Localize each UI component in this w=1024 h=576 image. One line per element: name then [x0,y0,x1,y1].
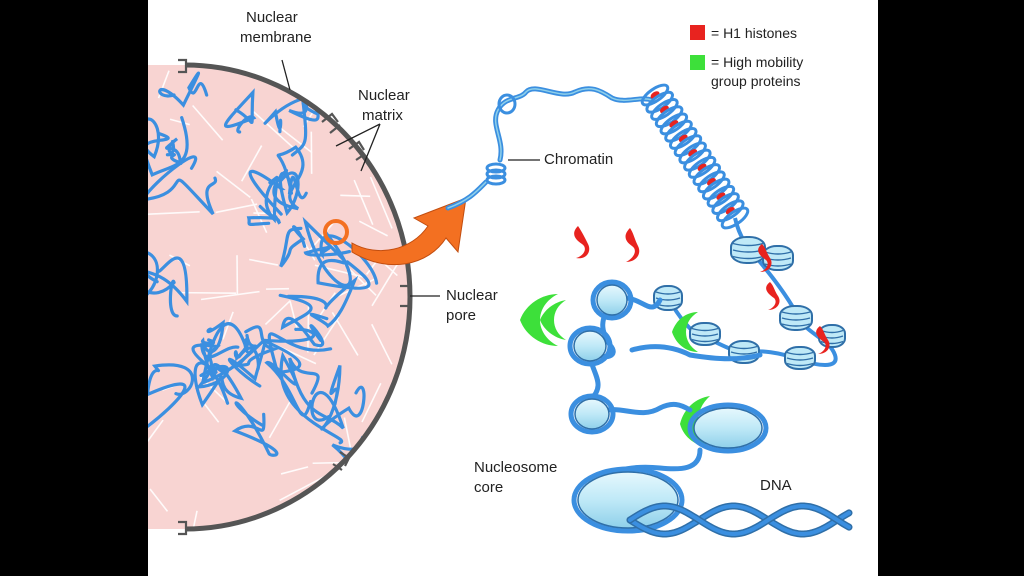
chromatin-strand [320,364,366,431]
chromatin-strand [193,361,245,409]
matrix-fiber [186,510,198,529]
matrix-fiber [249,258,279,266]
dna-strand [628,504,851,536]
solenoid-coil [640,83,670,107]
matrix-fiber [361,382,382,423]
matrix-fiber [369,176,393,229]
nucleus-body [148,65,410,529]
solenoid-coil [716,199,745,223]
matrix-fiber [169,118,190,126]
nuclear-pore-gap [400,284,412,308]
chromatin-strand [302,216,371,290]
nucleosome [779,305,813,331]
matrix-fiber [280,466,309,475]
nucleosome-core-label: Nucleosome core [474,459,562,496]
h1-histone [766,282,780,310]
solenoid-coil [650,98,679,121]
legend-h1-label: = H1 histones [711,25,797,41]
solenoid-coil [668,127,698,150]
h1-histone [816,326,830,354]
chromatin-strand [148,363,195,430]
solenoid-coil [659,112,689,136]
nucleosome-string [653,217,846,370]
chromatin-strand [288,357,345,430]
chromatin-strand [264,351,344,445]
matrix-fiber [215,203,258,214]
solenoid-coil [687,155,717,179]
leader-lines [281,59,540,297]
matrix-fiber [240,145,263,182]
nuclear-membrane [184,62,413,532]
chromatin-strand [272,145,305,211]
chromatin-label: Chromatin [544,151,613,168]
nucleosome-core [568,393,616,435]
matrix-fiber [148,211,200,216]
matrix-fiber [358,220,388,237]
matrix-fiber [250,198,268,234]
nucleosome-core [567,325,613,367]
solenoid-coil [697,170,726,194]
matrix-fiber [192,105,224,141]
chromatin-strand [286,275,359,329]
matrix-fiber [268,398,293,439]
matrix-fiber [222,311,234,340]
nucleosome-core [571,466,685,534]
solenoid-coil [678,141,707,165]
matrix-fiber [148,419,164,460]
solenoid-fiber [640,83,750,230]
matrix-fiber [149,488,169,512]
chromatin-strand [248,169,286,224]
matrix-fiber [371,261,400,307]
chromatin-strand [279,225,307,268]
matrix-fiber [371,323,393,365]
chromatin-strand [231,401,279,457]
chromatin-strand [148,245,179,318]
chromatin-strand [200,322,267,388]
chromatin-strand [165,137,183,166]
zoom-arrow [351,197,467,266]
chromatin-strand [234,325,281,368]
free-h1-histones [574,226,640,262]
nucleosome-core [687,402,769,454]
legend-swatch-h1 [690,25,705,40]
nucleosome [784,346,816,370]
nucleosome [689,322,721,346]
matrix-fiber [264,299,291,325]
nuclear-pores [178,58,412,536]
solenoid-coil [720,206,750,230]
dna-double-helix [626,502,853,538]
matrix-fiber [252,110,297,151]
chromatin-strand [148,116,189,178]
nuclear-membrane-label: Nuclear membrane [240,9,312,46]
chromatin-strand [223,88,257,134]
legend-hmg-label: = High mobility group proteins [711,54,807,89]
legend: = H1 histones = High mobility group prot… [690,25,807,89]
chromatin-loop-highlight [323,219,349,245]
large-nucleosomes [567,279,769,534]
chromatin-strand [201,319,225,354]
matrix-fiber [353,179,374,226]
h1-histone [758,244,772,272]
chromatin-strand [158,71,209,108]
chromatin-strand [263,96,308,157]
matrix-fiber [340,194,371,198]
nuclear-matrix-label: Nuclear matrix [358,87,414,124]
solenoid-coil [706,184,736,208]
chromatin-strand [148,249,189,307]
dna-label: DNA [760,477,792,494]
matrix-fiber [216,170,251,198]
dna-strand [628,504,851,536]
legend-swatch-hmg [690,55,705,70]
nuclear-pore-label: Nuclear pore [446,287,502,324]
chromatin-fiber [445,86,655,211]
nucleosome-core [590,279,634,321]
matrix-fiber [179,291,237,294]
matrix-fiber [200,290,260,301]
matrix-fiber [276,124,313,154]
